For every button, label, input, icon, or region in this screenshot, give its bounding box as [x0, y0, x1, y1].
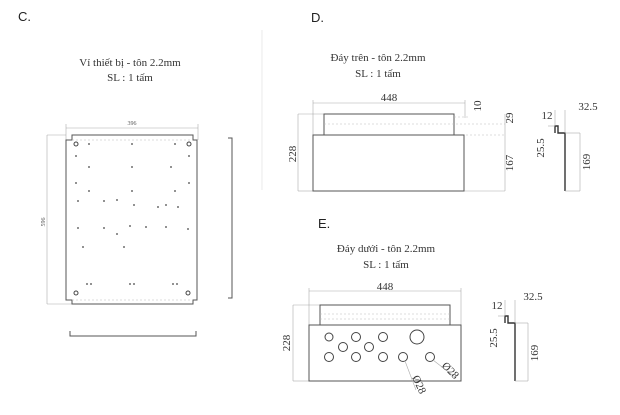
section-e-quantity: SL : 1 tấm — [363, 259, 409, 271]
body-outline — [308, 324, 462, 382]
section-d-dim-flange-offset: 10 — [472, 100, 484, 112]
bottom-bracket — [69, 331, 197, 337]
section-e-profile-height: 169 — [529, 344, 541, 361]
section-d-profile-lip: 12 — [542, 110, 553, 122]
section-c-label: C. — [18, 9, 31, 24]
section-e: E. Đáy dưới - tôn 2.2mm SL : 1 tấm 448 2… — [281, 216, 543, 396]
cable-holes — [324, 329, 435, 362]
flange-outline — [323, 113, 455, 135]
mounting-holes — [73, 141, 192, 296]
section-e-profile-lip: 12 — [492, 300, 503, 312]
section-e-hole-dia-1: Ø28 — [409, 374, 428, 397]
section-d-dim-height: 228 — [287, 145, 299, 162]
section-c-title: Vỉ thiết bị - tôn 2.2mm — [79, 57, 181, 69]
section-c-dim-height: 596 — [41, 218, 47, 227]
section-d: D. Đáy trên - tôn 2.2mm SL : 1 tấm 448 2… — [287, 10, 598, 192]
section-d-quantity: SL : 1 tấm — [355, 68, 401, 80]
section-d-profile-top: 32.5 — [578, 101, 598, 113]
section-e-dim-height: 228 — [281, 334, 293, 351]
section-e-dim-width: 448 — [377, 281, 394, 293]
section-d-profile-height: 169 — [581, 153, 593, 170]
section-d-dim-flange-height: 29 — [504, 112, 516, 124]
profile-section — [504, 315, 516, 381]
section-e-profile-top: 32.5 — [523, 291, 543, 303]
section-e-title: Đáy dưới - tôn 2.2mm — [337, 243, 436, 255]
section-c-quantity: SL : 1 tấm — [107, 72, 153, 84]
side-bracket — [228, 137, 233, 299]
section-e-label: E. — [318, 216, 330, 231]
section-c-dim-width: 396 — [128, 121, 137, 127]
section-d-title: Đáy trên - tôn 2.2mm — [330, 52, 425, 64]
flange-outline — [319, 304, 451, 325]
section-d-label: D. — [311, 10, 324, 25]
profile-section — [554, 125, 566, 191]
body-outline — [312, 134, 465, 192]
section-c: C. Vỉ thiết bị - tôn 2.2mm SL : 1 tấm 39… — [18, 9, 233, 337]
section-d-dim-body-height: 167 — [504, 154, 516, 171]
section-e-hole-dia-2: Ø28 — [439, 360, 461, 382]
plate-outline — [65, 134, 198, 305]
section-d-profile-step: 25.5 — [535, 138, 547, 158]
section-d-dim-width: 448 — [381, 92, 398, 104]
section-e-profile-step: 25.5 — [488, 328, 500, 348]
